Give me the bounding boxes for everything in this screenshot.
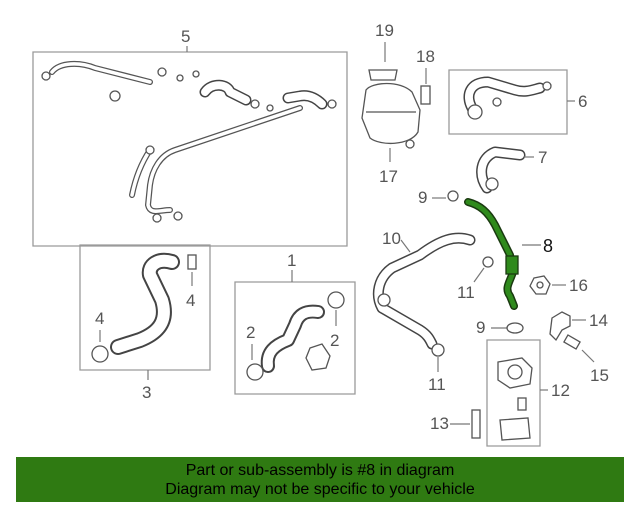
callout-19[interactable]: 19 [375,21,394,40]
clamp [250,99,260,109]
leader-11-upper [473,267,485,283]
bolt [266,104,274,112]
callout-15[interactable]: 15 [590,366,609,385]
clamp-2-right [327,291,345,309]
bolt [176,74,184,82]
callout-2-right[interactable]: 2 [330,331,339,350]
clamp [152,213,162,223]
callout-1[interactable]: 1 [287,251,296,270]
clamp-2-left [246,363,264,381]
callout-10[interactable]: 10 [382,229,401,248]
parts-diagram: 5 19 18 17 [32,21,609,447]
group-1-box [234,281,356,395]
callout-12[interactable]: 12 [551,381,570,400]
group-5-box [32,51,348,247]
callout-5[interactable]: 5 [181,27,190,46]
stud-13 [471,409,481,439]
info-banner: Part or sub-assembly is #8 in diagram Di… [16,457,624,502]
callout-11-upper[interactable]: 11 [457,283,475,302]
banner-line-1: Part or sub-assembly is #8 in diagram [185,462,455,479]
clamp [41,71,51,81]
bolt [517,397,527,411]
group-6-box [448,69,568,135]
callout-16[interactable]: 16 [569,276,588,295]
group-12-box [486,339,541,447]
hose-bracket [305,343,331,371]
clamp [157,67,167,77]
reservoir-bolt [420,85,431,105]
coolant-reservoir [361,82,421,144]
clamp [109,90,121,102]
callout-13[interactable]: 13 [430,414,449,433]
part-group-6: 6 [448,69,587,135]
clamp [173,211,183,221]
group-3-box [79,244,211,371]
bolt-15 [563,334,581,350]
part-group-14-15: 14 15 [549,311,609,385]
reservoir-cap [368,69,398,81]
clamp-9-upper [447,190,459,202]
callout-4-right[interactable]: 4 [186,291,195,310]
callout-17[interactable]: 17 [379,167,398,186]
banner-line-2: Diagram may not be specific to your vehi… [165,481,475,498]
part-group-3: 3 4 4 [79,244,211,402]
callout-14[interactable]: 14 [589,311,608,330]
callout-3[interactable]: 3 [142,383,151,402]
clamp [145,145,155,155]
clamp-9-lower [506,322,524,334]
coolant-tube-lower [145,105,303,215]
clamp-11-lower [431,343,445,357]
hose-8-connector [505,255,519,275]
leader-15 [581,349,595,363]
part-group-7: 7 [476,146,547,194]
callout-8[interactable]: 8 [543,236,553,256]
clamp [492,97,502,107]
callout-11-lower[interactable]: 11 [428,375,446,394]
part-group-1: 1 2 2 [234,251,356,395]
clamp [542,81,552,91]
callout-6[interactable]: 6 [578,92,587,111]
callout-7[interactable]: 7 [538,148,547,167]
clamp [377,293,391,307]
label-4-part [187,254,197,270]
clamp [327,99,337,109]
callout-9-upper[interactable]: 9 [418,188,427,207]
part-group-17-19: 19 18 17 [361,21,435,186]
callout-4-left[interactable]: 4 [95,309,104,328]
callout-18[interactable]: 18 [416,47,435,66]
clamp-4 [91,345,109,363]
part-group-13: 13 [430,409,481,439]
bracket-14 [549,311,571,342]
bolt [192,70,200,78]
leader-10 [400,239,411,253]
clamp [485,177,499,191]
part-group-5: 5 [32,27,348,247]
callout-9-lower[interactable]: 9 [476,318,485,337]
pump-bracket [499,417,531,441]
part-group-10-11: 10 11 11 [372,229,494,394]
clamp [467,104,483,120]
callout-2-left[interactable]: 2 [246,323,255,342]
part-group-12: 12 [486,339,570,447]
clamp-11-upper [482,256,494,268]
part-group-8-9: 9 8 9 [418,188,553,337]
part-group-16: 16 [529,275,588,295]
